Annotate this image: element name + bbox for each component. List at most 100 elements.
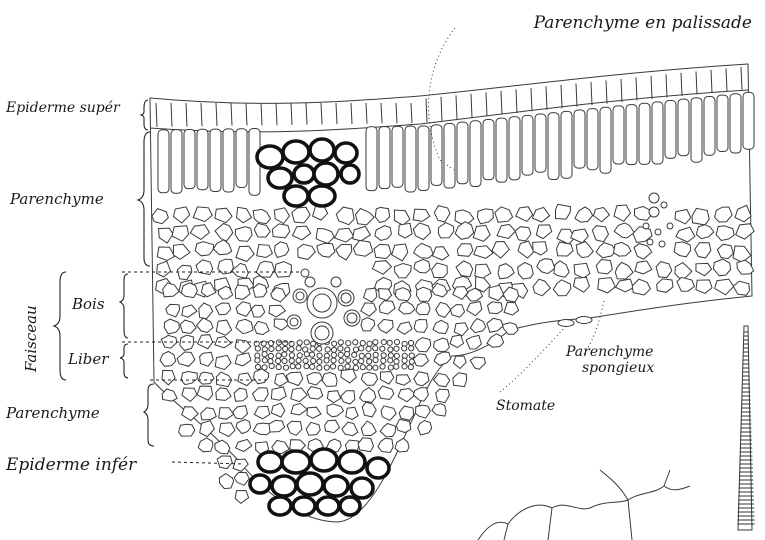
midrib-cell: [454, 356, 467, 369]
spongy-cell: [193, 207, 212, 222]
midrib-cell: [215, 440, 230, 454]
phloem-cell: [289, 353, 294, 358]
phloem-cell: [317, 346, 322, 351]
phloem-cell: [331, 358, 336, 363]
midrib-cell: [269, 305, 285, 317]
phloem-cell: [360, 365, 365, 370]
spongy-cell: [518, 263, 534, 280]
epidermis-cell-wall: [636, 77, 637, 100]
midrib-cell: [466, 335, 481, 349]
spongy-cell: [553, 280, 571, 296]
phloem-cell: [408, 340, 413, 345]
epidermis-cell-wall: [606, 80, 607, 103]
epidermis-cell-wall: [261, 103, 262, 125]
phloem-cell: [317, 353, 322, 358]
spongy-cell: [516, 207, 533, 222]
spongy-cell: [237, 207, 252, 223]
label-liber: Liber: [67, 350, 109, 368]
midrib-cell: [271, 387, 286, 400]
midrib-cell: [416, 302, 430, 315]
lower-parenchyme-cells: [160, 283, 519, 504]
midrib-cell: [325, 420, 340, 432]
spongy-cell: [735, 205, 751, 222]
midrib-cell: [235, 353, 251, 366]
midrib-cell: [198, 372, 214, 384]
spongy-cell: [152, 209, 168, 224]
midrib-cell: [414, 372, 429, 386]
spongy-cell: [598, 278, 616, 293]
midrib-cell: [215, 303, 230, 315]
midrib-cell: [470, 319, 485, 333]
label-stomate: Stomate: [496, 398, 555, 414]
midrib-cell: [397, 322, 412, 334]
midrib-cell: [180, 320, 196, 333]
spongy-cell: [394, 210, 410, 225]
palisade-cell: [717, 95, 728, 151]
midrib-cell: [381, 406, 396, 421]
phloem-cell: [331, 352, 336, 357]
midrib-cell: [450, 305, 464, 318]
midrib-cell: [182, 305, 197, 317]
spongy-cell: [696, 263, 712, 275]
spongy-cell: [253, 209, 270, 223]
epidermis-cell-wall: [336, 103, 337, 124]
spongy-cell: [215, 224, 233, 242]
phloem-cell: [387, 340, 392, 345]
spongy-cell: [190, 225, 209, 240]
phloem-cell: [388, 358, 393, 363]
palisade-cell: [405, 126, 416, 192]
epidermis-cell-wall: [681, 73, 682, 96]
spongy-cell: [275, 262, 292, 278]
midrib-cell: [413, 388, 428, 402]
spongy-cell: [356, 209, 375, 225]
phloem-cell: [394, 346, 399, 351]
phloem-cell: [381, 353, 386, 358]
phloem-cell: [296, 364, 301, 369]
phloem-cell: [344, 352, 349, 357]
phloem-cell: [353, 340, 358, 345]
phloem-cell: [268, 341, 273, 346]
midrib-cell: [254, 321, 269, 334]
palisade-cells: [158, 92, 754, 195]
midrib-cell: [361, 303, 377, 316]
phloem-cell: [402, 358, 407, 363]
midrib-cell: [235, 285, 250, 299]
midrib-cell: [379, 289, 392, 301]
midrib-cell: [254, 369, 269, 384]
midrib-cell: [436, 302, 451, 317]
phloem-cell: [276, 346, 281, 351]
palisade-cell: [561, 111, 572, 178]
midrib-cell: [342, 422, 358, 436]
palisade-cell: [574, 110, 585, 168]
spongy-cell: [733, 246, 751, 263]
palisade-cell: [522, 115, 533, 175]
epidermis-cell-wall: [411, 103, 412, 123]
phloem-cell: [276, 353, 281, 358]
phloem-cell: [373, 365, 378, 370]
midrib-cell: [200, 352, 214, 366]
stomate-leader: [500, 326, 566, 392]
spongy-cell: [457, 244, 473, 257]
epidermis-cell-wall: [306, 103, 307, 125]
palisade-cell: [743, 92, 754, 149]
phloem-cell: [394, 359, 399, 364]
midrib-cell: [395, 438, 409, 452]
spongy-cell: [515, 227, 531, 241]
spongy-cell: [674, 242, 691, 257]
spongy-cell: [375, 226, 392, 241]
epidermis-cell-wall: [246, 103, 247, 126]
midrib-cell: [286, 372, 303, 385]
phloem-cell: [373, 340, 378, 345]
palisade-cell: [496, 118, 507, 182]
epidermis-cell-wall: [441, 97, 442, 121]
spongy-cell: [571, 229, 589, 243]
phloem-cell: [408, 364, 413, 369]
spongy-cell: [272, 224, 289, 238]
midrib-cell: [254, 406, 269, 418]
midrib-cell: [160, 352, 176, 367]
phloem-cell: [309, 352, 314, 357]
midrib-cell: [162, 389, 177, 401]
phloem-cell: [402, 346, 407, 351]
phloem-cell: [388, 365, 393, 370]
spongy-cell: [353, 240, 372, 256]
